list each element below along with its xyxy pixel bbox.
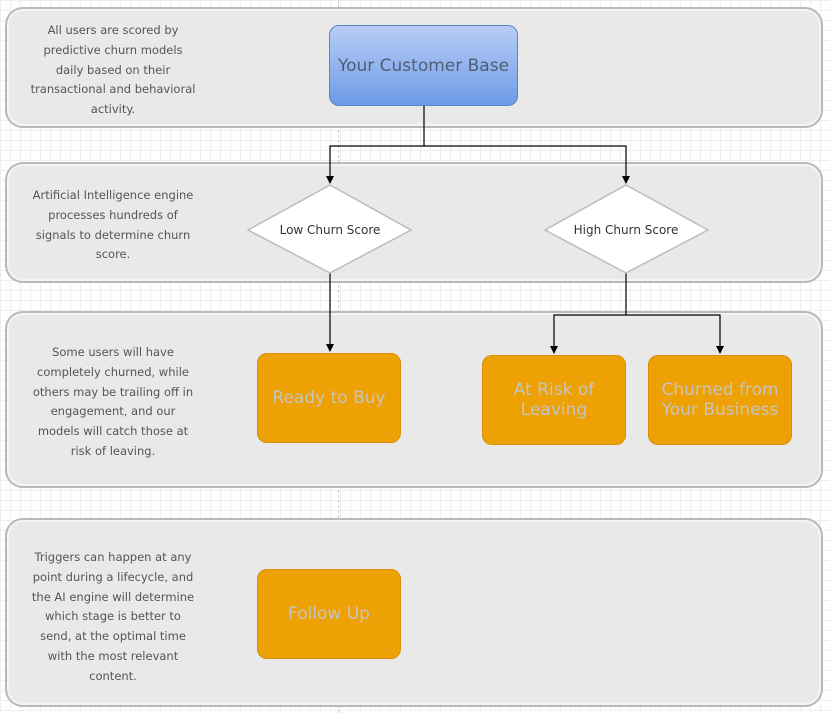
lane-triggers — [5, 518, 823, 707]
lane-scoring-description: All users are scored by predictive churn… — [30, 23, 196, 117]
lane-ai-engine-description: Artificial Intelligence engine processes… — [32, 188, 194, 262]
high-churn-diamond — [543, 184, 710, 274]
connector-base-to-low — [326, 106, 425, 184]
connector-high-to-churned — [626, 314, 724, 354]
at-risk-node[interactable]: At Risk of Leaving — [482, 355, 626, 445]
high-churn-score-node[interactable]: High Churn Score — [573, 223, 679, 237]
follow-up-node[interactable]: Follow Up — [257, 569, 401, 659]
low-churn-diamond — [246, 184, 413, 274]
customer-base-node[interactable]: Your Customer Base — [329, 25, 518, 106]
ready-to-buy-node[interactable]: Ready to Buy — [257, 353, 401, 443]
low-churn-score-node[interactable]: Low Churn Score — [279, 223, 381, 237]
lane-user-stages-description: Some users will have completely churned,… — [32, 345, 194, 458]
connector-base-to-high — [424, 145, 630, 184]
lane-triggers-description: Triggers can happen at any point during … — [31, 550, 195, 683]
connector-high-to-at-risk — [550, 273, 627, 354]
churned-node[interactable]: Churned from Your Business — [648, 355, 792, 445]
